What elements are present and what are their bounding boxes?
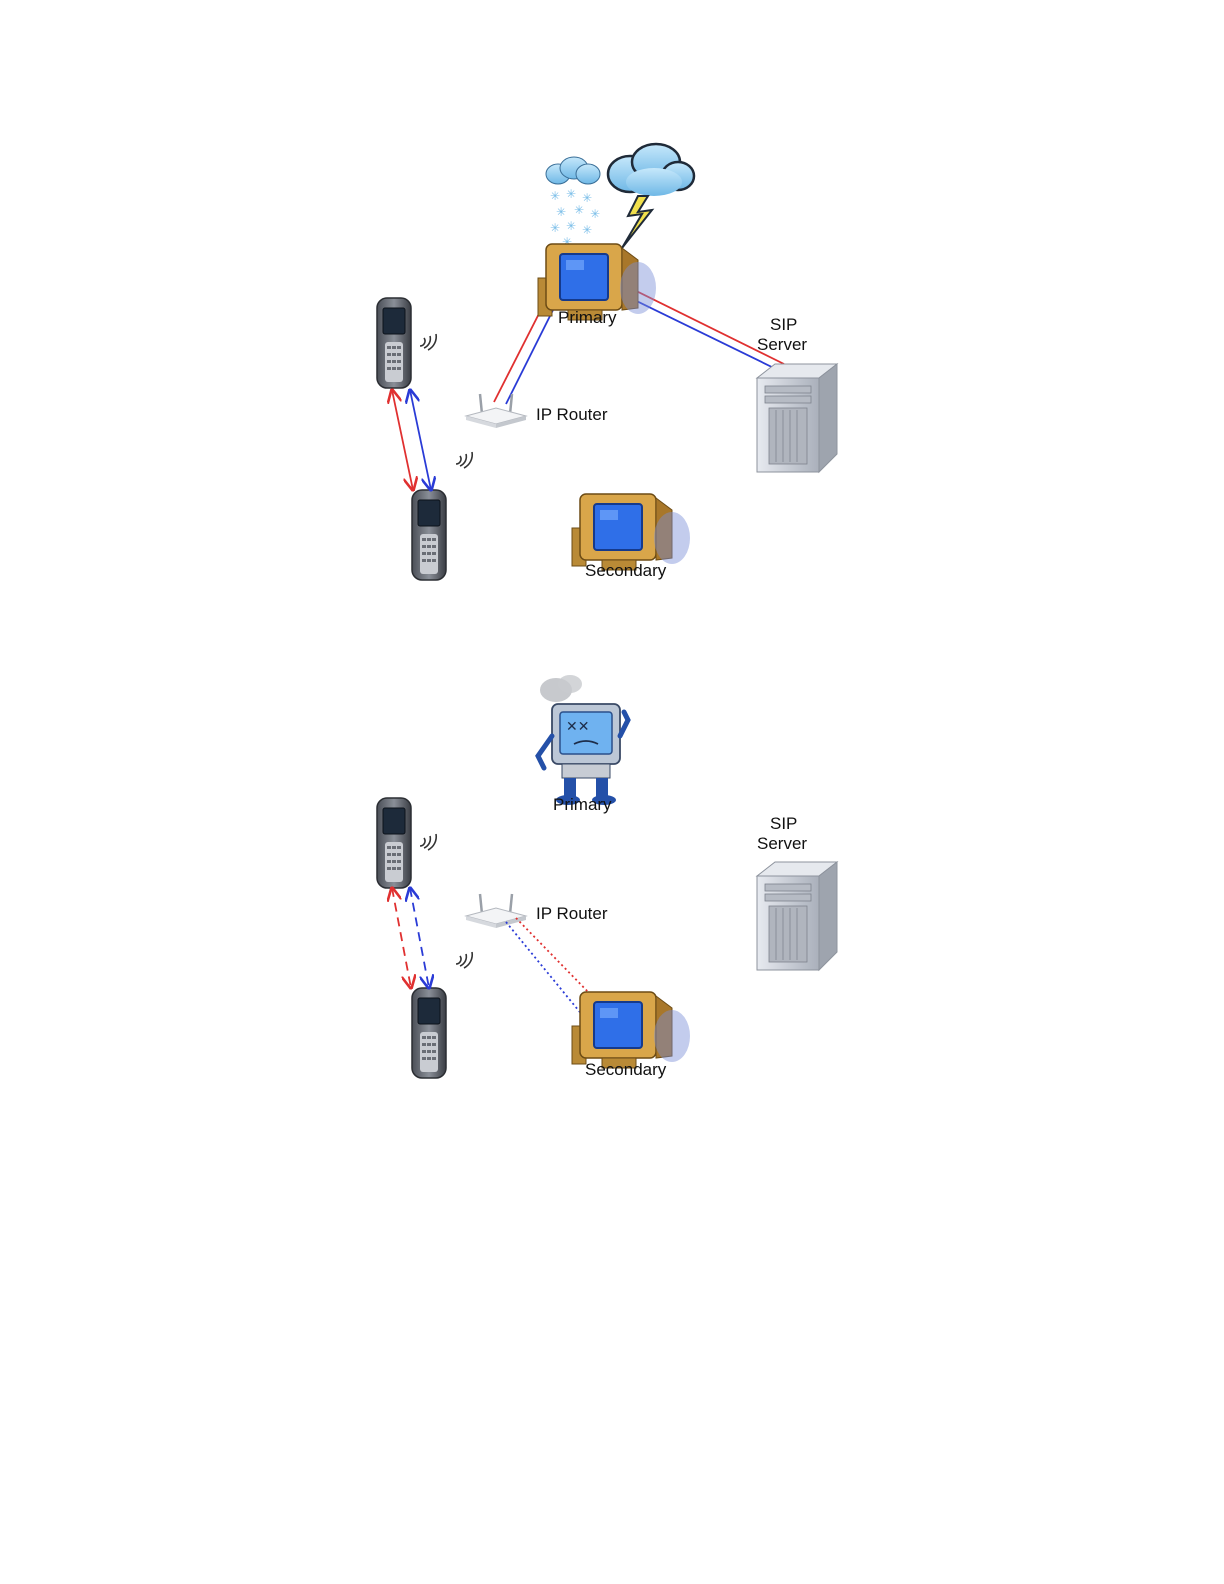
- phone-icon: [377, 298, 411, 388]
- sip-label-line2: Server: [757, 335, 807, 354]
- secondary-computer-icon: [572, 494, 690, 570]
- scenario-before: ✳✳✳ ✳✳✳ ✳✳✳ ✳ Primary SIP Server: [377, 144, 837, 580]
- phone-icon: [412, 490, 446, 580]
- cloud-snow-icon: ✳✳✳ ✳✳✳ ✳✳✳ ✳: [546, 157, 600, 249]
- wifi-signal-icon: [456, 452, 472, 468]
- svg-text:✳: ✳: [556, 205, 566, 219]
- sip-label-line2: Server: [757, 834, 807, 853]
- phone-icon: [377, 798, 411, 888]
- wifi-signal-icon: [420, 834, 436, 850]
- router-label: IP Router: [536, 904, 608, 923]
- secondary-label: Secondary: [585, 1060, 667, 1079]
- sip-server-icon: [757, 862, 837, 970]
- svg-text:✳: ✳: [550, 221, 560, 235]
- sip-label-line1: SIP: [770, 814, 797, 833]
- svg-text:✳: ✳: [574, 203, 584, 217]
- sip-server-icon: [757, 364, 837, 472]
- primary-label: Primary: [553, 795, 612, 814]
- sip-label-line1: SIP: [770, 315, 797, 334]
- cloud-lightning-icon: [608, 144, 694, 248]
- svg-text:✳: ✳: [590, 207, 600, 221]
- router-label: IP Router: [536, 405, 608, 424]
- scenario-after: ✕✕ Primary SIP Server IP Router: [377, 675, 837, 1079]
- svg-text:✳: ✳: [582, 223, 592, 237]
- router-icon: [466, 894, 526, 928]
- wifi-signal-icon: [456, 952, 472, 968]
- svg-text:✳: ✳: [550, 189, 560, 203]
- wifi-signal-icon: [420, 334, 436, 350]
- primary-label: Primary: [558, 308, 617, 327]
- svg-text:✕✕: ✕✕: [566, 719, 589, 735]
- svg-text:✳: ✳: [566, 187, 576, 201]
- secondary-computer-icon: [572, 992, 690, 1068]
- secondary-label: Secondary: [585, 561, 667, 580]
- svg-text:✳: ✳: [566, 219, 576, 233]
- crashed-computer-icon: ✕✕: [538, 675, 628, 805]
- phone-icon: [412, 988, 446, 1078]
